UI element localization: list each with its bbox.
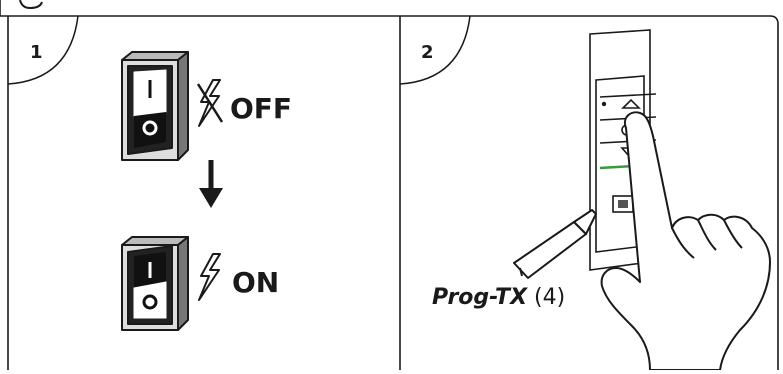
lightning-icon xyxy=(198,253,221,301)
step-corner-arc xyxy=(7,15,79,85)
device-caption: Prog-TX (4) xyxy=(432,285,565,310)
rocker-switch-icon-on xyxy=(121,236,189,331)
rocker-switch-icon xyxy=(121,51,189,161)
arrow-down-icon xyxy=(199,160,223,208)
device-ref: (4) xyxy=(527,285,565,310)
step-number-2: 2 xyxy=(421,42,434,63)
lightning-crossed-icon xyxy=(196,79,224,127)
step-number: 1 xyxy=(30,42,43,63)
state-off-label: OFF xyxy=(230,92,292,125)
panel-2: 2 xyxy=(399,15,771,371)
step-corner-arc-2 xyxy=(399,15,471,85)
panel-1: 1 OFF xyxy=(7,15,292,331)
pointing-hand-icon xyxy=(600,111,771,371)
cut-off-glyph xyxy=(19,0,43,10)
state-on-label: ON xyxy=(232,266,279,299)
device-name: Prog-TX xyxy=(432,285,528,310)
frame-right-line xyxy=(769,15,779,370)
pen-tool-icon xyxy=(513,209,597,279)
